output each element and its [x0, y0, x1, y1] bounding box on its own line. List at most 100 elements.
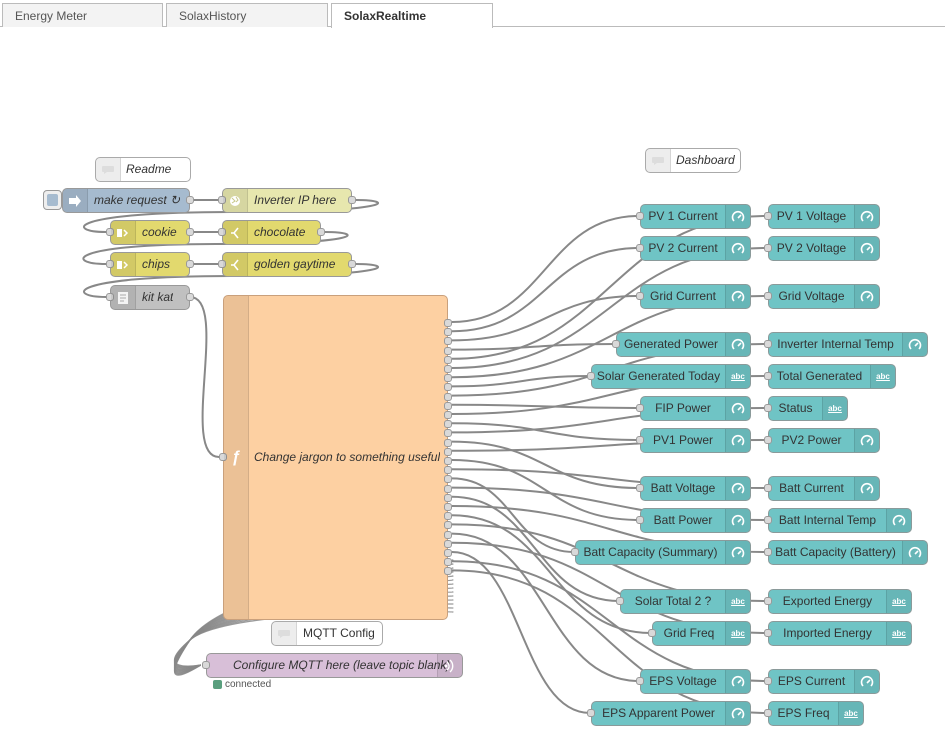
output-port[interactable] — [444, 549, 452, 557]
output-port[interactable] — [186, 260, 194, 268]
input-port[interactable] — [636, 292, 644, 300]
input-port[interactable] — [764, 372, 772, 380]
output-port[interactable] — [444, 392, 452, 401]
node-golden-gaytime[interactable]: golden gaytime — [218, 252, 356, 277]
input-port[interactable] — [587, 372, 595, 380]
input-port[interactable] — [764, 436, 772, 444]
dashboard-node-pv2-power[interactable]: PV2 Power — [764, 428, 880, 453]
output-port[interactable] — [444, 383, 452, 392]
dashboard-node-pv-2-voltage[interactable]: PV 2 Voltage — [764, 236, 880, 261]
input-port[interactable] — [764, 404, 772, 412]
input-port[interactable] — [571, 548, 579, 556]
input-port[interactable] — [764, 244, 772, 252]
input-port[interactable] — [636, 677, 644, 685]
node-chips[interactable]: chips — [106, 252, 194, 277]
dashboard-node-pv1-power[interactable]: PV1 Power — [636, 428, 751, 453]
output-port[interactable] — [444, 475, 452, 484]
node-cookie[interactable]: cookie — [106, 220, 194, 245]
output-port[interactable] — [444, 457, 452, 465]
dashboard-node-inverter-internal-temp[interactable]: Inverter Internal Temp — [764, 332, 928, 357]
output-port[interactable] — [186, 228, 194, 236]
dashboard-node-pv-2-current[interactable]: PV 2 Current — [636, 236, 751, 261]
input-port[interactable] — [648, 629, 656, 637]
output-port[interactable] — [444, 539, 452, 548]
input-port[interactable] — [202, 661, 210, 669]
input-port[interactable] — [106, 260, 114, 268]
tab-energy-meter[interactable]: Energy Meter — [2, 3, 163, 27]
input-port[interactable] — [764, 212, 772, 220]
comment-mqtt-config[interactable]: MQTT Config — [271, 621, 383, 646]
output-port[interactable] — [444, 411, 452, 419]
dashboard-node-fip-power[interactable]: FIP Power — [636, 396, 751, 421]
node-function[interactable]: ƒ Change jargon to something useful — [219, 295, 452, 620]
input-port[interactable] — [764, 629, 772, 637]
input-port[interactable] — [218, 196, 226, 204]
dashboard-node-grid-current[interactable]: Grid Current — [636, 284, 751, 309]
input-port[interactable] — [636, 516, 644, 524]
dashboard-node-batt-power[interactable]: Batt Power — [636, 508, 751, 533]
dashboard-node-generated-power[interactable]: Generated Power — [612, 332, 751, 357]
output-port[interactable] — [186, 293, 194, 301]
dashboard-node-batt-voltage[interactable]: Batt Voltage — [636, 476, 751, 501]
output-port[interactable] — [444, 438, 452, 447]
output-port[interactable] — [444, 429, 452, 438]
input-port[interactable] — [764, 709, 772, 717]
output-port[interactable] — [444, 319, 452, 327]
output-port[interactable] — [186, 196, 194, 204]
input-port[interactable] — [106, 228, 114, 236]
output-port[interactable] — [444, 420, 452, 429]
input-port[interactable] — [106, 293, 114, 301]
dashboard-node-eps-voltage[interactable]: EPS Voltage — [636, 669, 751, 694]
dashboard-node-eps-current[interactable]: EPS Current — [764, 669, 880, 694]
output-port[interactable] — [444, 447, 452, 456]
dashboard-node-pv-1-current[interactable]: PV 1 Current — [636, 204, 751, 229]
output-port[interactable] — [348, 260, 356, 268]
input-port[interactable] — [636, 212, 644, 220]
output-port[interactable] — [444, 530, 452, 539]
output-port[interactable] — [444, 521, 452, 530]
output-port[interactable] — [444, 365, 452, 373]
node-mqtt-out[interactable]: Configure MQTT here (leave topic blank) — [202, 653, 463, 678]
input-port[interactable] — [764, 340, 772, 348]
output-port[interactable] — [444, 355, 452, 364]
inject-trigger-button[interactable] — [43, 190, 62, 210]
input-port[interactable] — [636, 436, 644, 444]
dashboard-node-solar-total-2[interactable]: Solar Total 2 ?abc — [616, 589, 751, 614]
input-port[interactable] — [616, 597, 624, 605]
node-kit-kat[interactable]: kit kat — [106, 285, 194, 310]
input-port[interactable] — [587, 709, 595, 717]
input-port[interactable] — [636, 484, 644, 492]
output-port[interactable] — [444, 337, 452, 346]
comment-readme[interactable]: Readme — [95, 157, 191, 182]
comment-dashboard[interactable]: Dashboard — [645, 148, 741, 173]
output-port[interactable] — [348, 196, 356, 204]
output-port[interactable] — [444, 558, 452, 567]
input-port[interactable] — [636, 404, 644, 412]
dashboard-node-batt-current[interactable]: Batt Current — [764, 476, 880, 501]
node-chocolate[interactable]: chocolate — [218, 220, 325, 245]
input-port[interactable] — [764, 292, 772, 300]
output-port[interactable] — [444, 484, 452, 493]
input-port[interactable] — [764, 677, 772, 685]
input-port[interactable] — [764, 597, 772, 605]
output-port[interactable] — [444, 567, 452, 576]
dashboard-node-batt-internal-temp[interactable]: Batt Internal Temp — [764, 508, 912, 533]
input-port[interactable] — [219, 453, 227, 461]
output-port[interactable] — [444, 401, 452, 410]
input-port[interactable] — [636, 244, 644, 252]
tab-solax-realtime[interactable]: SolaxRealtime — [331, 3, 493, 28]
output-port[interactable] — [444, 328, 452, 337]
output-port[interactable] — [317, 228, 325, 236]
output-port[interactable] — [444, 374, 452, 383]
output-port[interactable] — [444, 493, 452, 502]
input-port[interactable] — [612, 340, 620, 348]
dashboard-node-eps-apparent-power[interactable]: EPS Apparent Power — [587, 701, 751, 726]
output-port[interactable] — [444, 503, 452, 511]
